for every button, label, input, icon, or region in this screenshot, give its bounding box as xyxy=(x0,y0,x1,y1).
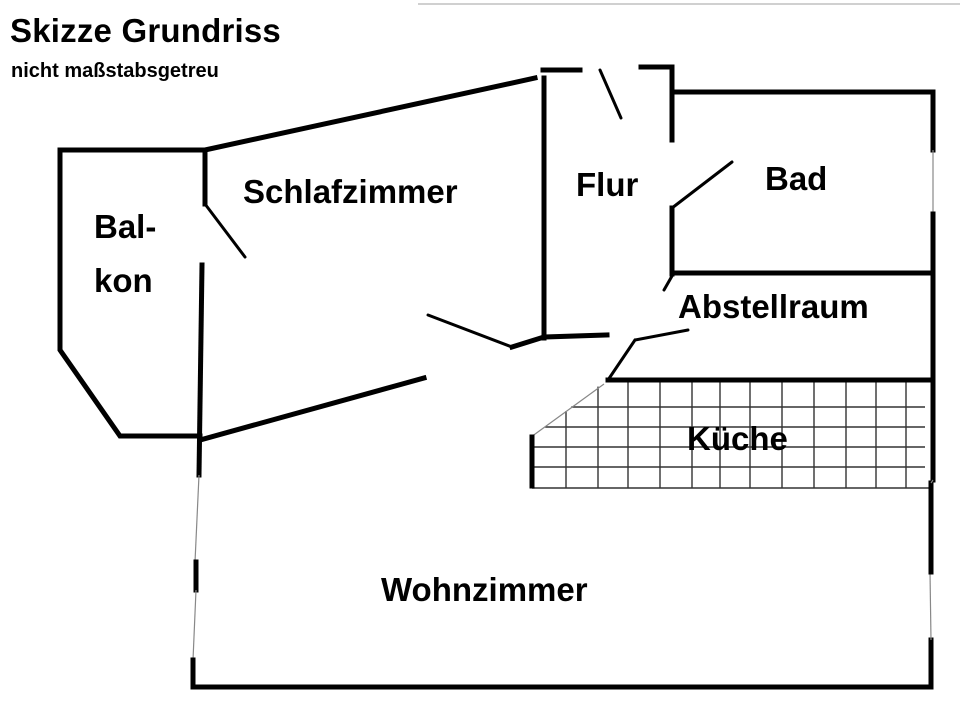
room-label-wohnzimmer: Wohnzimmer xyxy=(381,571,588,608)
entrance-door xyxy=(598,68,623,120)
hallway-walls xyxy=(540,64,675,277)
bathroom-walls xyxy=(669,89,936,483)
room-label-flur: Flur xyxy=(576,166,638,203)
room-label-schlafzimmer: Schlafzimmer xyxy=(243,173,458,210)
storage-door xyxy=(606,338,637,382)
page-title: Skizze Grundriss xyxy=(10,12,281,49)
room-label-balkon-1: Bal- xyxy=(94,208,156,245)
bedroom-door xyxy=(426,313,514,349)
bedroom-walls xyxy=(196,75,610,478)
room-label-balkon-2: kon xyxy=(94,262,153,299)
balcony-walls xyxy=(57,147,208,439)
doors xyxy=(203,68,734,382)
room-label-bad: Bad xyxy=(765,160,827,197)
room-label-kueche: Küche xyxy=(687,420,788,457)
kitchen-tile-grid xyxy=(532,382,930,489)
abstell-stub xyxy=(662,274,674,292)
room-label-abstellraum: Abstellraum xyxy=(678,288,869,325)
kitchen-walls xyxy=(529,383,605,489)
bathroom-door xyxy=(670,160,734,210)
storage-door-2 xyxy=(633,328,690,342)
page-subtitle: nicht maßstabsgetreu xyxy=(11,60,219,82)
bedroom-balcony-door xyxy=(203,202,247,259)
living-room-walls xyxy=(190,474,934,690)
top-border-line xyxy=(418,3,960,5)
